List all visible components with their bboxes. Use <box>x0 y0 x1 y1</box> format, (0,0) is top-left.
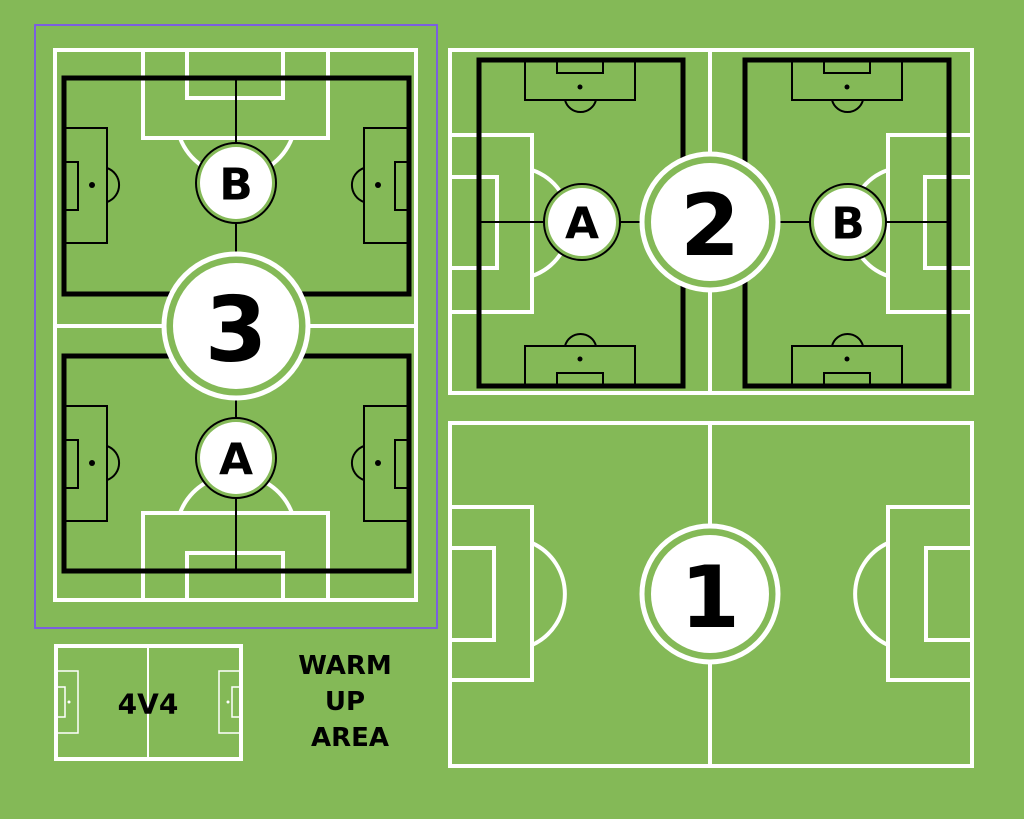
field-3[interactable]: B A 3 <box>53 48 418 602</box>
warm-up-line-3: AREA <box>311 723 389 753</box>
selection-box[interactable] <box>34 24 438 629</box>
field-1-label: 1 <box>680 548 740 648</box>
field-3a[interactable]: A <box>61 353 412 574</box>
field-4v4-label: 4V4 <box>118 688 179 721</box>
warm-up-area-label: WARM UP AREA <box>298 651 392 753</box>
field-2[interactable]: A B 2 <box>448 48 974 395</box>
warm-up-line-2: UP <box>325 687 365 717</box>
field-1[interactable]: 1 <box>448 421 974 768</box>
field-3b-label: B <box>219 160 253 211</box>
field-2a-label: A <box>565 199 599 250</box>
field-3-label: 3 <box>205 278 268 383</box>
field-2b-label: B <box>831 199 865 250</box>
field-3b[interactable]: B <box>61 75 412 297</box>
field-2-label: 2 <box>680 176 740 276</box>
field-3a-label: A <box>219 435 253 486</box>
field-4v4[interactable]: 4V4 <box>54 644 243 761</box>
warm-up-line-1: WARM <box>298 651 392 681</box>
